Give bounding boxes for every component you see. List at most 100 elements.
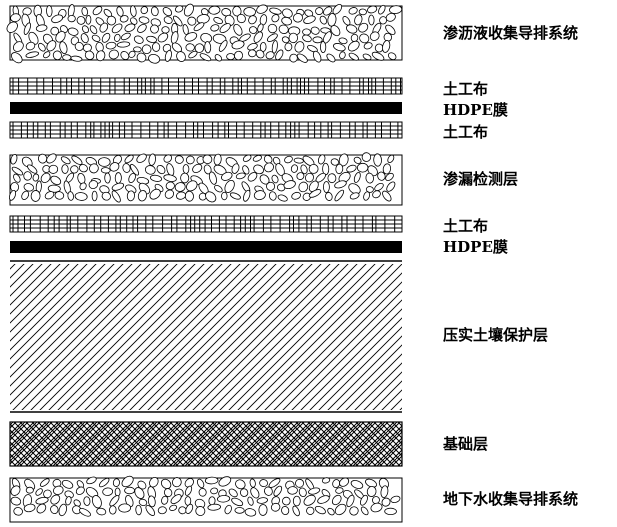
gravel-stone bbox=[259, 479, 268, 488]
gravel-stone bbox=[141, 44, 152, 54]
gravel-stone bbox=[202, 154, 213, 165]
gravel-stone bbox=[362, 53, 372, 61]
gravel-stone bbox=[46, 5, 53, 17]
gravel-stone bbox=[152, 42, 161, 52]
gravel-stone bbox=[200, 32, 213, 44]
gravel-stone bbox=[180, 172, 190, 184]
gravel-stone bbox=[182, 164, 190, 174]
gravel-stone bbox=[346, 494, 355, 508]
gravel-stone bbox=[164, 49, 172, 62]
gravel-stone bbox=[95, 50, 106, 62]
gravel-stone bbox=[224, 14, 235, 26]
gravel-stone bbox=[226, 53, 235, 61]
gravel-stone bbox=[160, 478, 172, 490]
gravel-stone bbox=[207, 503, 222, 511]
gravel-stone bbox=[35, 488, 43, 496]
gravel-stone bbox=[71, 155, 83, 165]
gravel-stone bbox=[308, 487, 321, 495]
gravel-stone bbox=[70, 165, 79, 174]
gravel-stone bbox=[334, 503, 347, 516]
gravel-stone bbox=[243, 7, 256, 17]
gravel-stone bbox=[58, 503, 68, 517]
label-geotextile-2: 土工布 bbox=[443, 123, 489, 141]
gravel-stone bbox=[10, 13, 21, 23]
gravel-stone bbox=[122, 163, 131, 173]
gravel-stone bbox=[44, 191, 55, 200]
gravel-stone bbox=[360, 506, 369, 516]
gravel-stone bbox=[330, 158, 340, 166]
gravel-stone bbox=[91, 495, 102, 509]
gravel-stone bbox=[27, 164, 38, 174]
gravel-stone bbox=[294, 41, 305, 53]
gravel-stone bbox=[203, 164, 212, 175]
gravel-stone bbox=[36, 503, 47, 514]
gravel-stone bbox=[372, 496, 380, 505]
gravel-stone bbox=[163, 16, 173, 24]
gravel-stone bbox=[114, 487, 121, 497]
gravel-stone bbox=[10, 496, 22, 506]
gravel-stone bbox=[62, 54, 72, 61]
gravel-stone bbox=[80, 33, 89, 44]
gravel-stone bbox=[266, 33, 278, 42]
gravel-stone bbox=[116, 41, 131, 48]
gravel-stone bbox=[218, 40, 228, 52]
gravel-stone bbox=[195, 506, 206, 516]
gravel-stone bbox=[67, 27, 79, 36]
gravel-stone bbox=[363, 191, 370, 201]
gravel-stone bbox=[334, 189, 345, 202]
gravel-stone bbox=[281, 36, 290, 44]
gravel-stone bbox=[135, 504, 142, 516]
gravel-stone bbox=[348, 183, 361, 195]
gravel-stone bbox=[25, 51, 40, 58]
gravel-stone bbox=[102, 487, 114, 496]
gravel-stone bbox=[374, 43, 384, 53]
gravel-stone bbox=[101, 32, 111, 43]
gravel-stone bbox=[192, 163, 203, 173]
gravel-stone bbox=[61, 479, 74, 489]
gravel-stone bbox=[28, 31, 39, 45]
gravel-stone bbox=[128, 50, 136, 58]
gravel-stone bbox=[331, 494, 342, 506]
gravel-stone bbox=[35, 24, 48, 32]
gravel-stone bbox=[335, 487, 344, 494]
gravel-stone bbox=[55, 31, 66, 43]
gravel-stone bbox=[231, 40, 245, 50]
geotextile-texture bbox=[10, 122, 402, 138]
gravel-stone bbox=[312, 50, 322, 63]
gravel-stone bbox=[50, 505, 59, 514]
gravel-stone bbox=[96, 507, 107, 516]
gravel-stone bbox=[281, 16, 293, 26]
gravel-stone bbox=[273, 485, 283, 497]
gravel-stone bbox=[22, 7, 32, 16]
gravel-stone bbox=[91, 34, 101, 42]
label-leachate-collection-system: 渗沥液收集导排系统 bbox=[443, 24, 579, 42]
gravel-stone bbox=[174, 155, 184, 164]
gravel-stone bbox=[124, 486, 136, 495]
gravel-stone bbox=[185, 155, 195, 165]
gravel-stone bbox=[218, 476, 232, 487]
gravel-stone bbox=[327, 13, 337, 27]
gravel-stone bbox=[208, 5, 221, 15]
gravel-stone bbox=[67, 15, 76, 23]
gravel-stone bbox=[333, 43, 346, 52]
label-geotextile-1: 土工布 bbox=[443, 80, 489, 98]
gravel-stone bbox=[204, 41, 212, 54]
gravel-stone bbox=[298, 487, 307, 498]
gravel-stone bbox=[89, 163, 99, 174]
gravel-stone bbox=[50, 494, 61, 505]
gravel-stone bbox=[295, 478, 305, 488]
gravel-stone bbox=[187, 16, 197, 26]
gravel-stone bbox=[50, 26, 60, 36]
gravel-stone bbox=[346, 24, 358, 34]
gravel-stone bbox=[326, 53, 336, 63]
gravel-stone bbox=[271, 174, 279, 184]
gravel-stone bbox=[185, 43, 195, 52]
gravel-stone bbox=[10, 153, 18, 165]
gravel-stone bbox=[150, 6, 159, 17]
gravel-stone bbox=[138, 498, 148, 507]
gravel-stone bbox=[315, 7, 324, 16]
gravel-stone bbox=[319, 15, 328, 25]
gravel-stone bbox=[382, 163, 392, 175]
label-geotextile-3: 土工布 bbox=[443, 217, 489, 235]
gravel-stone bbox=[263, 162, 274, 173]
